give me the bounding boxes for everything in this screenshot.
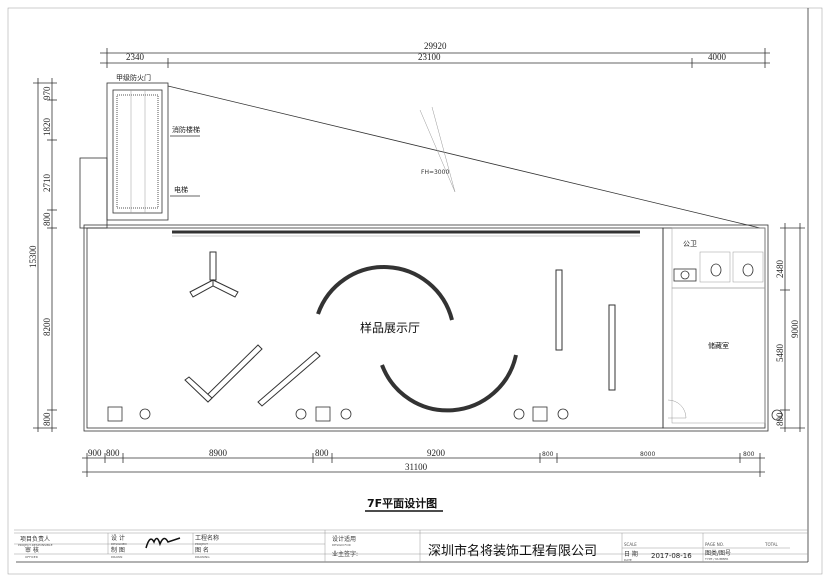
break-line — [419, 106, 456, 193]
toilet-icon — [742, 263, 754, 277]
project-name-en: PROJECT — [195, 542, 208, 546]
height-note: FH=3000 — [421, 169, 449, 176]
dim-top: 23100 — [418, 52, 441, 62]
toilet-icon — [710, 263, 722, 277]
dim-left-total: 15300 — [28, 245, 38, 268]
door-swing — [667, 399, 687, 419]
plant-icon — [771, 409, 783, 421]
fire-stairs-label: 消防楼梯 — [172, 125, 200, 134]
owner-sign-label: 业主签字: — [332, 550, 358, 558]
display-fixtures — [184, 251, 616, 413]
scale-label: SCALE — [624, 542, 637, 547]
dim-right: 2480 — [775, 260, 785, 279]
review-en: OFFICER — [25, 555, 38, 559]
design-en: DESIGNED — [111, 542, 127, 546]
drawing-name-label: 图 名 — [195, 546, 209, 554]
design-label: 设 计 — [111, 534, 125, 542]
dim-right: 800 — [775, 412, 785, 426]
total-label: TOTAL — [764, 542, 778, 547]
sheet-border — [7, 7, 823, 575]
dim-bottom: 800 — [106, 448, 120, 458]
left-annex — [79, 157, 108, 229]
drawing-name-en: DRAWING — [195, 555, 210, 559]
draw-en: DRAWN — [111, 555, 122, 559]
title-block — [14, 529, 808, 562]
toilet-label: 公卫 — [683, 240, 697, 248]
project-name-label: 工程名称 — [195, 534, 219, 542]
page-no-label: PAGE NO. — [705, 542, 724, 547]
dim-left: 1820 — [42, 118, 52, 137]
elevator-label: 电梯 — [174, 185, 188, 194]
dim-bottom: 900 — [88, 448, 102, 458]
dim-top: 4000 — [708, 52, 727, 62]
dim-right-total: 9000 — [790, 320, 800, 339]
design-use-label: 设计适用 — [332, 535, 356, 543]
storage-label: 储藏室 — [708, 341, 729, 350]
dim-top-total: 29920 — [424, 41, 447, 51]
fire-door-label: 甲级防火门 — [116, 73, 151, 82]
dim-bottom: 8000 — [640, 451, 655, 458]
date-value: 2017-08-16 — [651, 552, 692, 560]
dim-bottom: 800 — [743, 451, 755, 458]
draw-label: 制 图 — [111, 546, 125, 554]
dim-left: 8200 — [42, 318, 52, 337]
dim-bottom-total: 31100 — [405, 462, 428, 472]
dim-left: 970 — [42, 86, 52, 100]
type-no-en: TYPE / NUMBER — [704, 557, 728, 561]
dim-left: 2710 — [42, 174, 52, 193]
project-lead-en: PROJECT-RESPONSIBLE — [18, 543, 53, 547]
drawing-title: 7F平面设计图 — [367, 496, 437, 510]
plant-icons — [107, 406, 569, 422]
dim-left: 800 — [42, 412, 52, 426]
sink-icon — [680, 270, 690, 280]
stair-core — [106, 82, 169, 221]
showroom-label: 样品展示厅 — [360, 320, 420, 335]
type-no-label: 图类/图号 — [705, 549, 731, 557]
company-name: 深圳市名将装饰工程有限公司 — [428, 543, 597, 559]
dim-bottom: 800 — [315, 448, 329, 458]
signature — [145, 537, 181, 549]
building-outline — [167, 85, 761, 229]
design-use-en: DESIGN FOR — [332, 543, 351, 547]
dim-bottom: 8900 — [209, 448, 228, 458]
review-label: 审 核 — [25, 546, 39, 554]
dim-right: 5480 — [775, 344, 785, 363]
date-label: 日 期 — [624, 550, 638, 558]
date-en: DATE — [624, 558, 632, 562]
dim-bottom: 9200 — [427, 448, 446, 458]
project-lead-label: 项目负责人 — [20, 535, 50, 543]
dim-bottom: 800 — [542, 451, 554, 458]
dimension-lines — [33, 48, 805, 477]
dim-top: 2340 — [126, 52, 145, 62]
dim-left: 800 — [42, 212, 52, 226]
service-rooms — [662, 227, 766, 429]
